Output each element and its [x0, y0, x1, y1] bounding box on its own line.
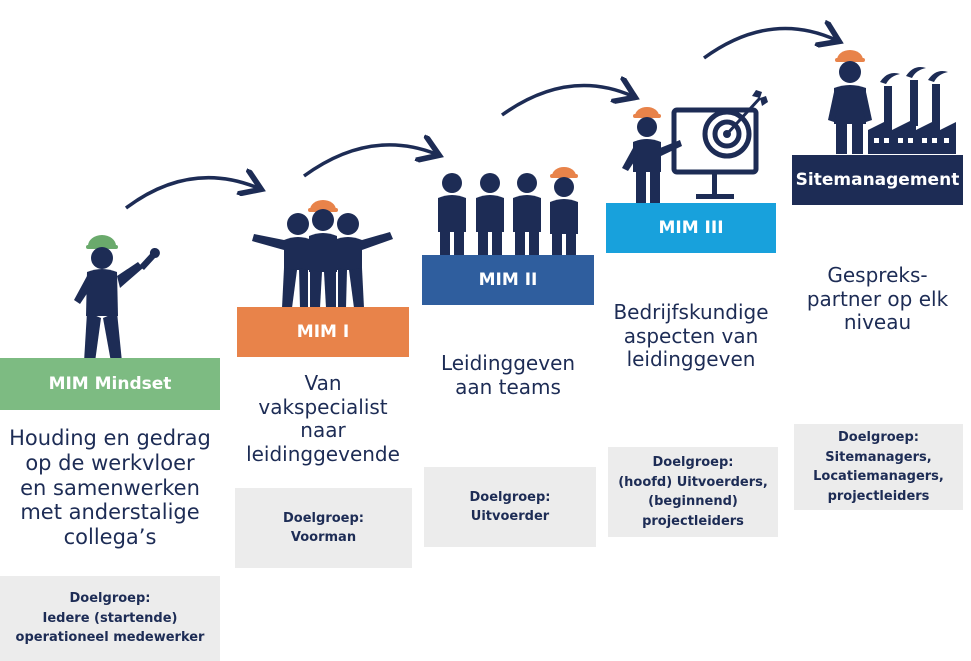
- target-group-line: Doelgroep:: [283, 510, 364, 526]
- description-line: niveau: [843, 310, 912, 335]
- target-group-line: (hoofd) Uitvoerders,: [618, 474, 768, 490]
- target-group-line: operationeel medewerker: [15, 630, 205, 646]
- target-group-line: (beginnend): [648, 494, 738, 509]
- description-line: Gespreks-: [827, 263, 928, 287]
- target-group-line: projectleiders: [827, 488, 930, 504]
- step-bar-mim-mindset: MIM Mindset: [0, 358, 220, 410]
- step-bar-mim-1: MIM I: [237, 307, 409, 357]
- step-description-mim-1: Van vakspecialist naar leidinggevende: [237, 371, 409, 466]
- description-line: leidinggevende: [246, 441, 400, 466]
- description-line: aan teams: [455, 374, 561, 399]
- target-group-box-mim-1: Doelgroep: Voorman: [235, 488, 412, 568]
- description-line: partner op elk: [806, 286, 949, 311]
- description-line: collega’s: [63, 525, 157, 550]
- description-line: vakspecialist: [258, 394, 388, 419]
- arrow-mim1-to-mim2: [302, 145, 436, 178]
- arrow-mim3-to-site: [702, 28, 836, 60]
- target-group-box-mim-3: Doelgroep: (hoofd) Uitvoerders, (beginne…: [608, 447, 778, 537]
- target-group-line: Doelgroep:: [652, 455, 734, 470]
- description-line: Bedrijfskundige: [613, 300, 769, 324]
- step-description-mim-mindset: Houding en gedrag op de werkvloer en sam…: [0, 426, 220, 550]
- description-line: Van: [304, 371, 342, 395]
- target-group-line: Locatiemanagers,: [813, 469, 944, 484]
- description-line: Leidinggeven: [440, 351, 576, 375]
- target-group-line: Iedere (startende): [42, 610, 178, 626]
- target-group-box-mim-mindset: Doelgroep: Iedere (startende) operatione…: [0, 576, 220, 661]
- step-description-mim-3: Bedrijfskundige aspecten van leidinggeve…: [606, 300, 776, 372]
- description-line: naar: [300, 418, 346, 443]
- step-description-sitemanagement: Gespreks- partner op elk niveau: [792, 263, 963, 335]
- description-line: en samenwerken: [20, 475, 200, 500]
- target-group-line: Doelgroep:: [838, 430, 919, 445]
- target-group-line: Uitvoerder: [470, 509, 550, 524]
- target-group-box-mim-2: Doelgroep: Uitvoerder: [424, 467, 596, 547]
- step-description-mim-2: Leidinggeven aan teams: [422, 351, 594, 399]
- step-bar-mim-3: MIM III: [606, 203, 776, 253]
- target-group-box-sitemanagement: Doelgroep: Sitemanagers, Locatiemanagers…: [794, 424, 963, 510]
- description-line: Houding en gedrag: [9, 426, 211, 450]
- arrow-mindset-to-mim1: [124, 178, 258, 210]
- target-group-line: projectleiders: [642, 513, 744, 529]
- description-line: aspecten van: [623, 323, 759, 348]
- arrow-mim2-to-mim3: [500, 86, 632, 117]
- target-group-line: Doelgroep:: [69, 591, 151, 607]
- target-group-line: Doelgroep:: [469, 489, 551, 505]
- target-group-line: Voorman: [290, 530, 357, 545]
- description-line: met anderstalige: [20, 500, 200, 525]
- step-bar-sitemanagement: Sitemanagement: [792, 155, 963, 205]
- step-bar-mim-2: MIM II: [422, 255, 594, 305]
- target-group-line: Sitemanagers,: [825, 449, 932, 465]
- description-line: op de werkvloer: [25, 450, 195, 475]
- description-line: leidinggeven: [626, 347, 756, 372]
